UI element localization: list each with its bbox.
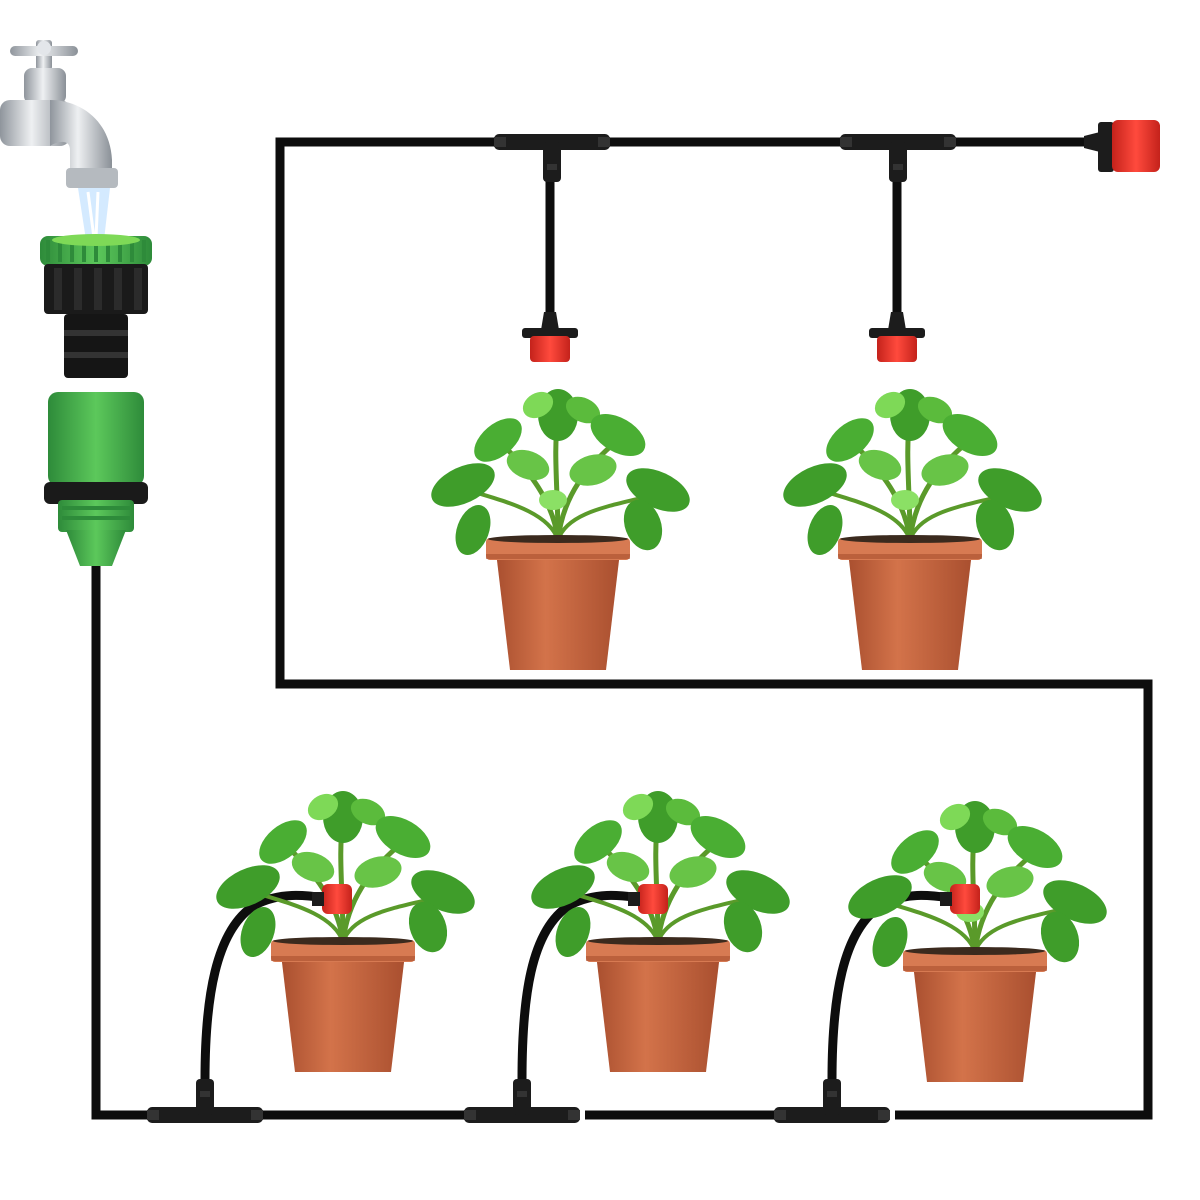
tee-connector-icon (774, 1079, 890, 1123)
tee-connector-icon (147, 1079, 263, 1123)
basil-pot-icon (525, 789, 797, 1072)
quick-connector-icon (44, 392, 148, 566)
dripper-icon (940, 884, 980, 914)
tee-connector-icon (494, 134, 610, 182)
main-feed-tube (91, 565, 205, 1120)
dripper-icon (869, 312, 925, 362)
dripper-icon (628, 884, 668, 914)
dripper-icon (522, 312, 578, 362)
basil-pot-icon (210, 789, 482, 1072)
basil-pot-icon (777, 387, 1049, 670)
end-dripper-icon (1084, 120, 1160, 172)
tee-connector-icon (464, 1079, 580, 1123)
faucet-icon (0, 40, 118, 240)
tap-adapter-icon (40, 234, 152, 378)
dripper-icon (312, 884, 352, 914)
bottom-line-tube (262, 137, 1153, 1120)
tee-connector-icon (840, 134, 956, 182)
basil-pot-icon (842, 799, 1114, 1082)
basil-pot-icon (425, 387, 697, 670)
